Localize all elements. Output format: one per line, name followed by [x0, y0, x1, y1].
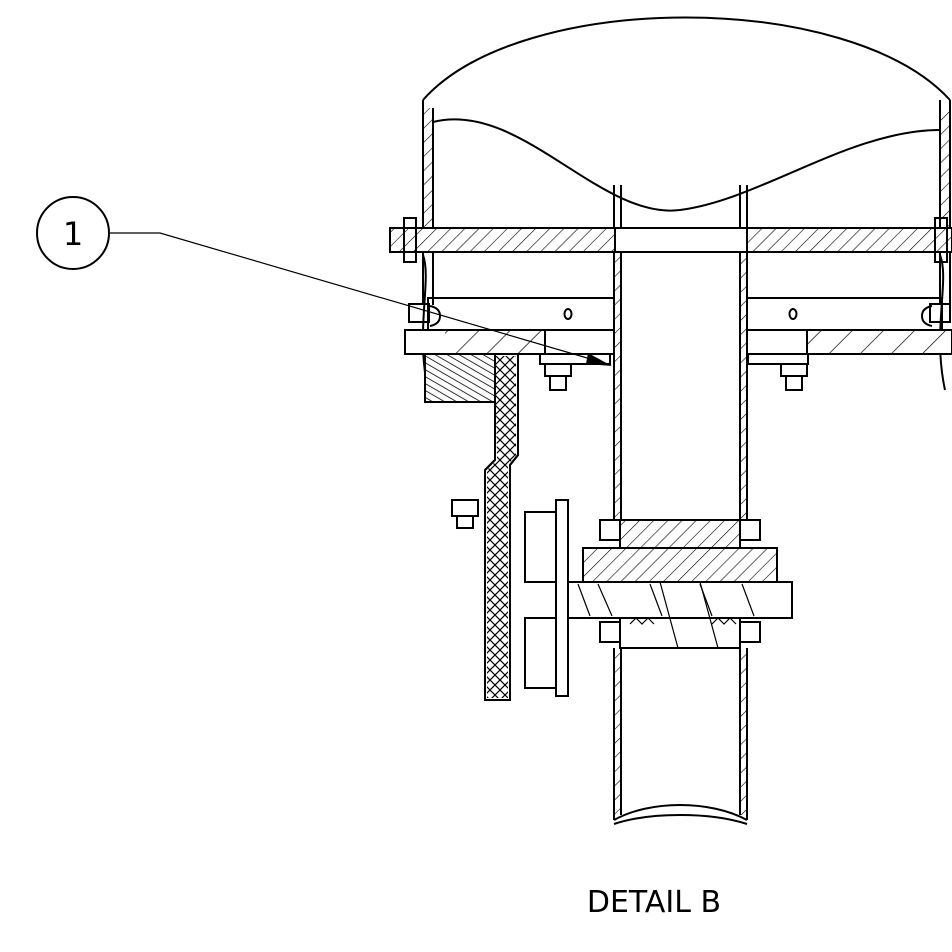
detail-caption: DETAIL B	[587, 885, 721, 920]
inner-break-curve	[432, 118, 941, 212]
housing-top-break-curve	[422, 16, 951, 101]
callout-1: 1	[36, 196, 612, 366]
leader-arrowhead	[586, 353, 612, 366]
cross-plate	[389, 217, 952, 263]
bolts	[451, 353, 809, 529]
left-bracket	[424, 353, 519, 701]
callout-number: 1	[63, 215, 83, 253]
pulley-assembly	[524, 499, 569, 697]
lower-flange	[404, 297, 952, 355]
lower-shaft	[613, 648, 748, 825]
leader-line	[109, 232, 595, 361]
housing	[421, 16, 951, 391]
coupling-hub	[567, 519, 793, 649]
lower-break-curve	[613, 804, 748, 821]
